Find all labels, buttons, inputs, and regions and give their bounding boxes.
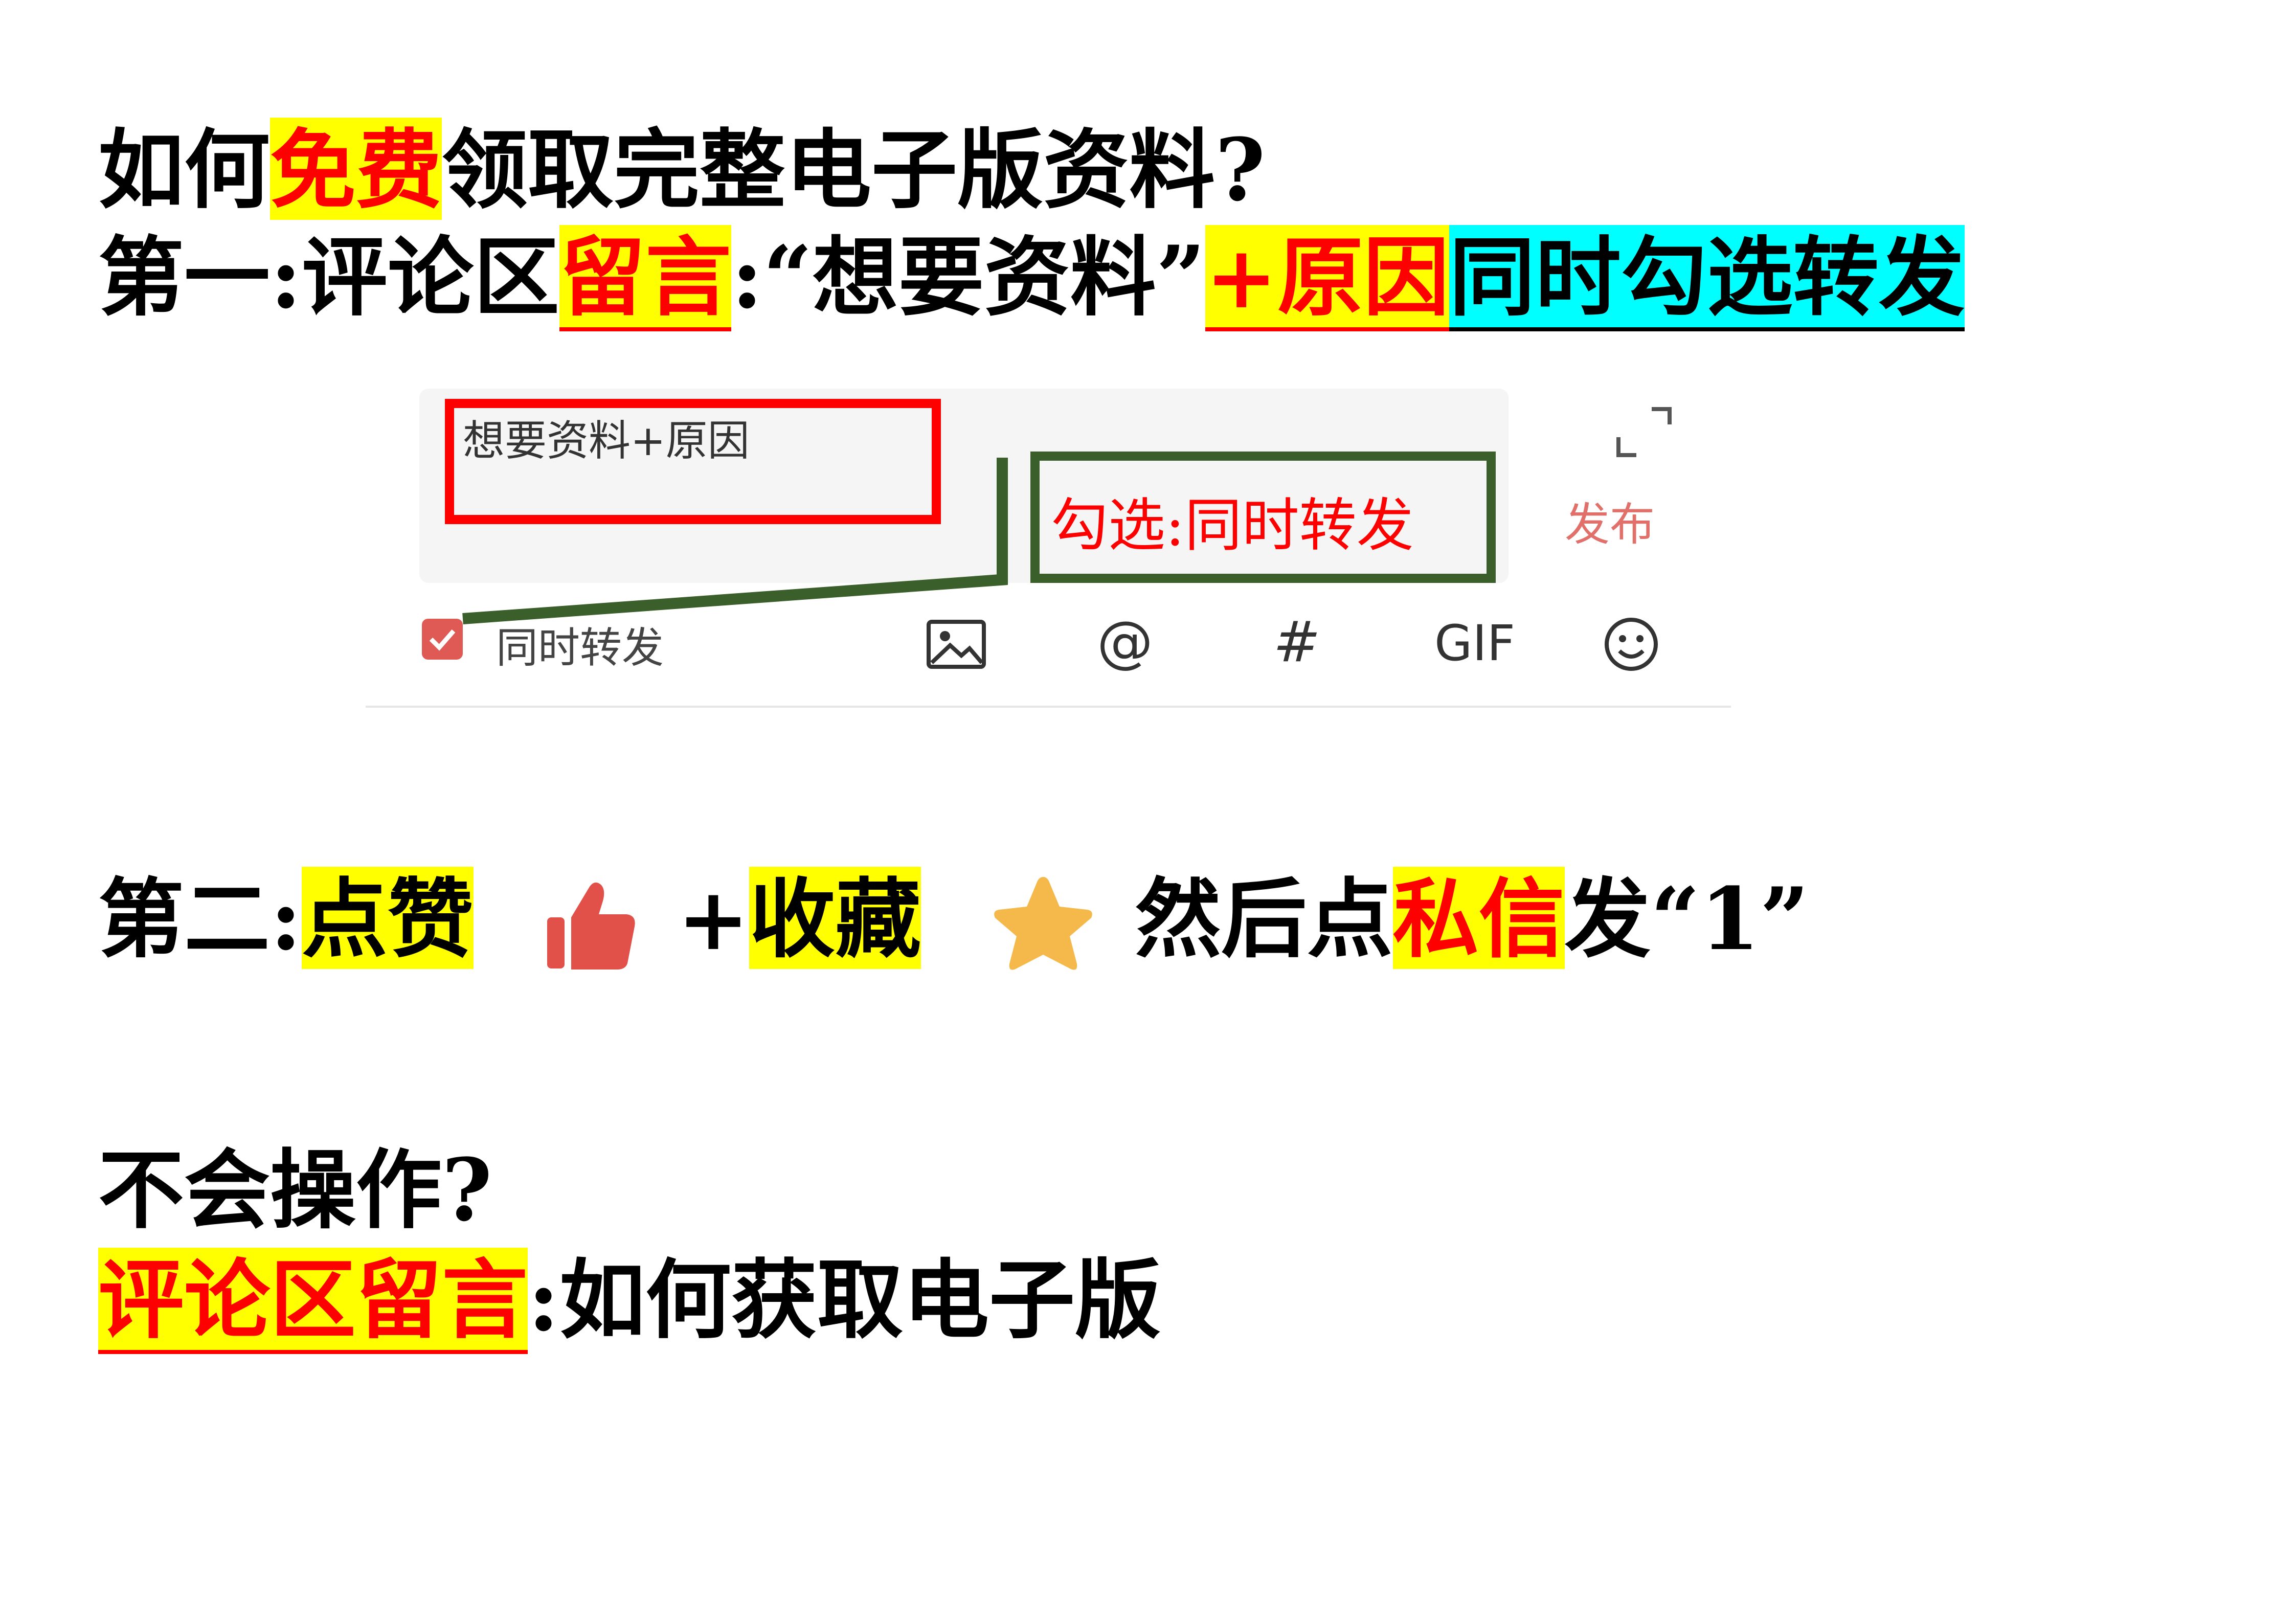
annotation-text: 勾选:同时转发 — [1051, 492, 1414, 559]
help-question: 不会操作? — [98, 1139, 492, 1241]
comment-input-text: 想要资料+原因 — [463, 417, 750, 465]
step2-line: 第二:点赞 +收藏 然后点私信发“1” — [98, 867, 1809, 980]
hashtag-icon[interactable]: # — [1273, 609, 1321, 674]
gif-icon[interactable]: GIF — [1434, 615, 1515, 672]
screenshot-bottom-divider — [366, 706, 1731, 708]
step1-line: 第一:评论区留言:“想要资料”+原因同时勾选转发 — [98, 225, 1965, 331]
help-rest: :如何获取电子版 — [528, 1249, 1161, 1350]
emoji-icon[interactable] — [1603, 616, 1659, 672]
step2-like-highlight: 点赞 — [302, 867, 474, 969]
checkbox-checked-icon[interactable] — [422, 619, 463, 660]
image-icon[interactable] — [926, 619, 987, 670]
step2-prefix: 第二: — [98, 868, 302, 970]
step1-prefix: 第一:评论区 — [98, 227, 560, 328]
step2-send: 发“1” — [1564, 868, 1809, 970]
star-icon — [994, 877, 1092, 970]
step1-reason-highlight: +原因 — [1205, 225, 1450, 331]
step1-comment-highlight: 留言 — [559, 225, 732, 331]
heading-part3: 领取完整电子版资料? — [442, 119, 1266, 220]
help-line: 评论区留言:如何获取电子版 — [98, 1248, 1161, 1354]
thumbs-up-icon — [547, 882, 635, 970]
step1-forward-highlight: 同时勾选转发 — [1449, 225, 1965, 331]
step1-want-materials: :“想要资料” — [731, 227, 1206, 328]
annotation-frame — [1030, 452, 1496, 583]
heading: 如何免费领取完整电子版资料? — [98, 118, 1265, 220]
heading-free-highlight: 免费 — [270, 118, 442, 220]
step2-then: 然后点 — [1135, 868, 1393, 970]
expand-icon[interactable] — [1613, 404, 1675, 460]
comment-box-screenshot: 想要资料+原因 勾选:同时转发 发布 同时转发 @ # GIF — [366, 386, 1731, 713]
at-icon[interactable]: @ — [1097, 609, 1153, 674]
input-highlight-frame — [445, 399, 941, 524]
heading-part1: 如何 — [98, 119, 270, 220]
forward-checkbox-label: 同时转发 — [496, 624, 664, 672]
step2-dm-highlight: 私信 — [1392, 867, 1565, 969]
help-comment-highlight: 评论区留言 — [98, 1248, 528, 1354]
step2-collect-highlight: 收藏 — [749, 867, 921, 969]
publish-button[interactable]: 发布 — [1565, 498, 1655, 551]
comment-input-area[interactable] — [419, 389, 1509, 583]
step2-plus: + — [677, 868, 750, 970]
